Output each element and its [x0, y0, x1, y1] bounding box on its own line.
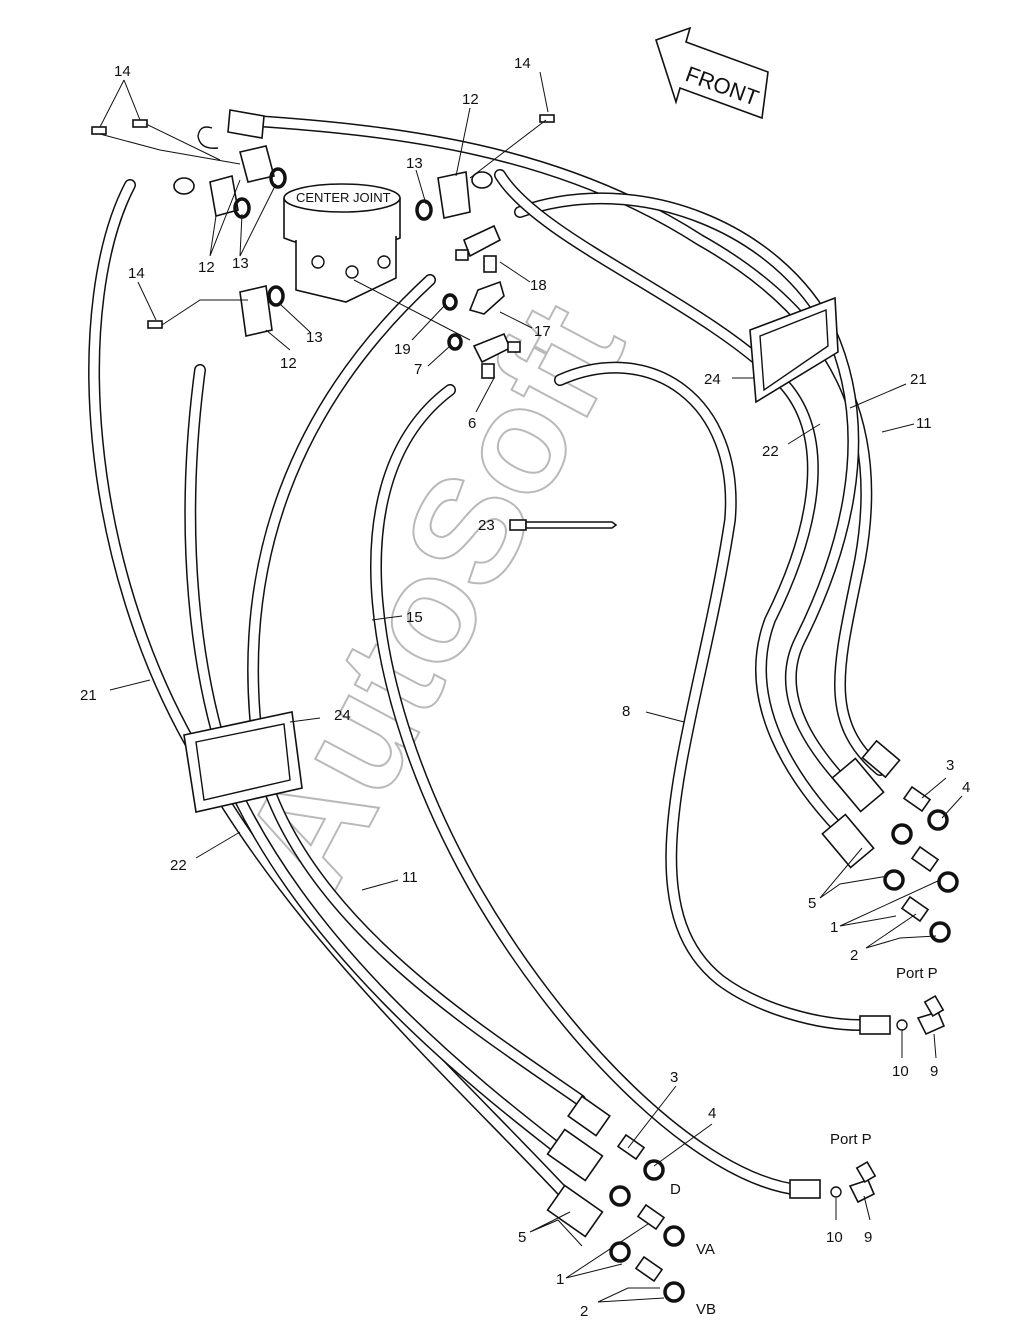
- callout-13c: 13: [306, 329, 323, 346]
- callout-14b: 14: [514, 55, 531, 72]
- center-joint-label: CENTER JOINT: [296, 190, 391, 205]
- letter-va-label: VA: [696, 1241, 715, 1258]
- hose-ends-right: [821, 739, 901, 869]
- callout-21a: 21: [80, 687, 97, 704]
- hose-11-right: [514, 192, 866, 806]
- callout-21b: 21: [910, 371, 927, 388]
- callout-5a: 5: [808, 895, 816, 912]
- clamp-24-left: [183, 711, 303, 813]
- callout-5b: 5: [518, 1229, 526, 1246]
- adapters-lower: [609, 1133, 877, 1303]
- fittings-center: [442, 224, 521, 379]
- callout-3b: 3: [670, 1069, 678, 1086]
- callout-1b: 1: [556, 1271, 564, 1288]
- callout-10b: 10: [826, 1229, 843, 1246]
- callout-24a: 24: [334, 707, 351, 724]
- port-p-right-label: Port P: [896, 965, 938, 982]
- callout-1a: 1: [830, 919, 838, 936]
- callout-14a: 14: [114, 63, 131, 80]
- callout-2b: 2: [580, 1303, 588, 1320]
- hose-ends-lower: [546, 1015, 891, 1238]
- callout-23: 23: [478, 517, 495, 534]
- callouts: 14 14 14 12 12 12 13 13 13 18 17 19 7 6 …: [80, 55, 970, 1320]
- callout-22a: 22: [170, 857, 187, 874]
- letter-d-label: D: [670, 1181, 681, 1198]
- callout-13a: 13: [406, 155, 423, 172]
- callout-4b: 4: [708, 1105, 716, 1122]
- callout-7: 7: [414, 361, 422, 378]
- clamp-24-right: [749, 296, 839, 404]
- callout-3a: 3: [946, 757, 954, 774]
- cable-tie-23: [509, 519, 618, 531]
- callout-14c: 14: [128, 265, 145, 282]
- callout-22b: 22: [762, 443, 779, 460]
- leader-lines: [99, 71, 963, 1303]
- center-joint: CENTER JOINT: [283, 183, 401, 303]
- port-labels: Port P Port P D VA VB: [670, 965, 938, 1318]
- callout-4a: 4: [962, 779, 970, 796]
- letter-vb-label: VB: [696, 1301, 716, 1318]
- callout-11b: 11: [916, 415, 932, 432]
- callout-10a: 10: [892, 1063, 909, 1080]
- callout-12c: 12: [280, 355, 297, 372]
- callout-6: 6: [468, 415, 476, 432]
- front-arrow: FRONT: [654, 26, 769, 120]
- hose-15: [370, 384, 806, 1196]
- callout-13b: 13: [232, 255, 249, 272]
- callout-11a: 11: [402, 869, 418, 886]
- adapters-right: [883, 785, 959, 1036]
- callout-12b: 12: [198, 259, 215, 276]
- flanges-and-bolts: [91, 109, 555, 337]
- callout-24b: 24: [704, 371, 721, 388]
- callout-2a: 2: [850, 947, 858, 964]
- callout-17: 17: [534, 323, 551, 340]
- callout-15: 15: [406, 609, 423, 626]
- port-p-bottom-label: Port P: [830, 1131, 872, 1148]
- callout-9a: 9: [930, 1063, 938, 1080]
- hose-22-right: [494, 169, 856, 846]
- callout-19: 19: [394, 341, 411, 358]
- callout-9b: 9: [864, 1229, 872, 1246]
- hose-8: [554, 361, 866, 1031]
- callout-18: 18: [530, 277, 547, 294]
- callout-8: 8: [622, 703, 630, 720]
- callout-12a: 12: [462, 91, 479, 108]
